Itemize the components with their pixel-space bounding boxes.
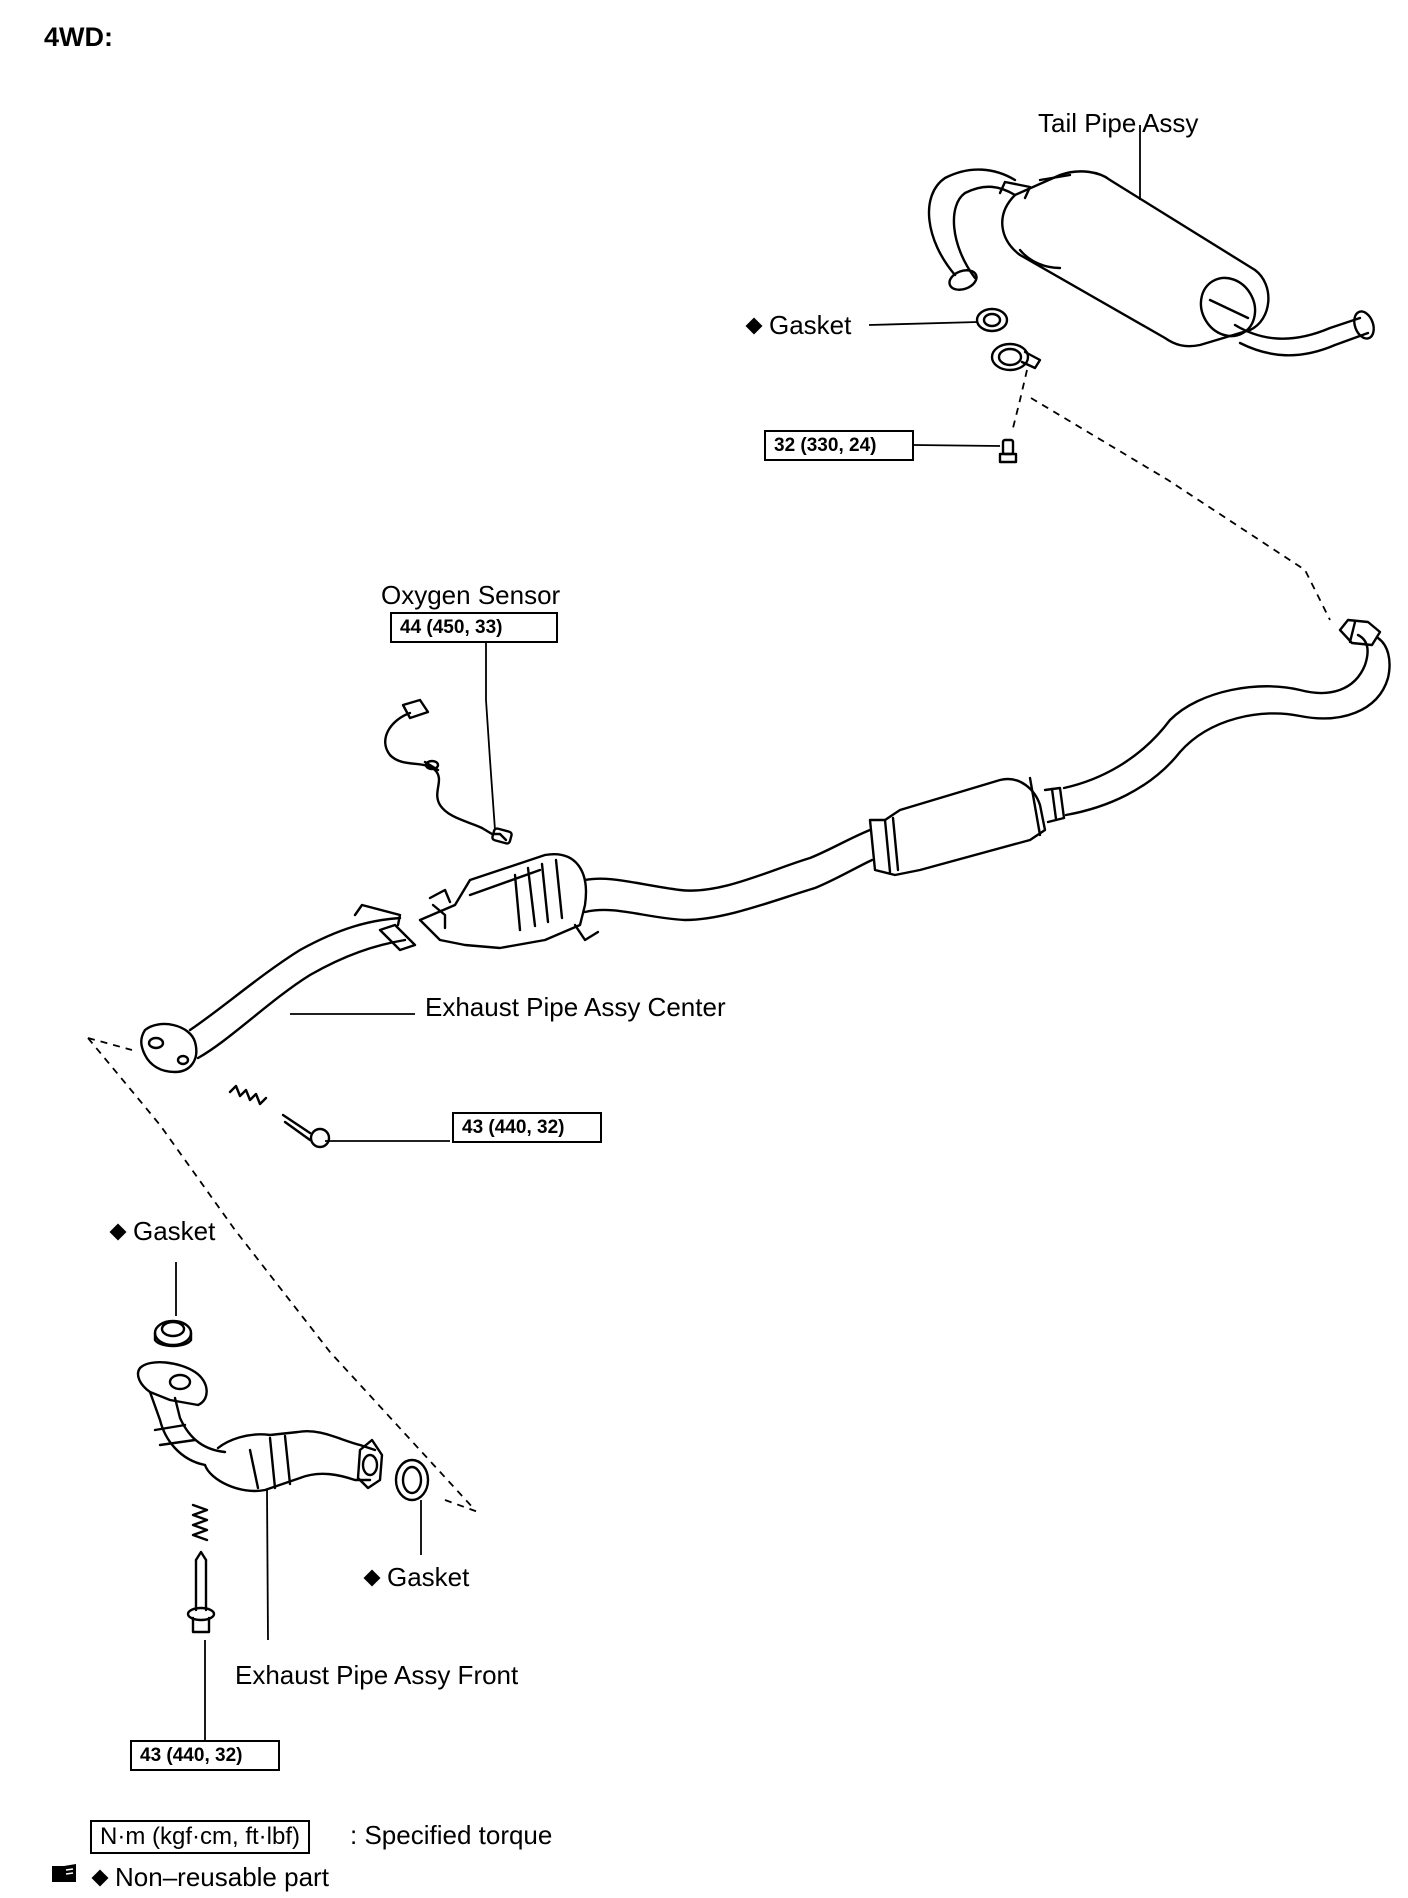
gasket-left-text: Gasket: [133, 1216, 216, 1246]
exhaust-center-pipe: [140, 618, 1391, 1074]
manual-reference-icon: [52, 1864, 76, 1882]
clamp: [990, 342, 1042, 372]
torque-center-bolt: 43 (440, 32): [452, 1112, 602, 1143]
center-spring: [228, 1084, 268, 1106]
tail-bolt: [998, 438, 1018, 464]
front-spring: [191, 1503, 209, 1542]
legend-torque-unit: N·m (kgf·cm, ft·lbf): [90, 1820, 310, 1854]
gasket-top-label: Gasket: [744, 312, 851, 338]
page-title: 4WD:: [44, 22, 113, 52]
gasket-bottom-label: Gasket: [362, 1564, 469, 1590]
gasket-bottom-text: Gasket: [387, 1562, 470, 1592]
oxygen-sensor-part: [384, 698, 513, 845]
gasket-bottom-ring: [394, 1458, 430, 1502]
torque-tail-bolt: 32 (330, 24): [764, 430, 914, 461]
diamond-icon: [745, 317, 763, 335]
exhaust-front-pipe: [136, 1361, 384, 1493]
diamond-icon: [91, 1869, 109, 1887]
front-bolt: [186, 1550, 216, 1634]
legend-nonreusable-text: Non–reusable part: [115, 1862, 329, 1892]
tail-pipe-label: Tail Pipe Assy: [1038, 108, 1199, 138]
exhaust-center-label: Exhaust Pipe Assy Center: [425, 992, 726, 1022]
torque-oxygen-sensor: 44 (450, 33): [390, 612, 558, 643]
diamond-icon: [363, 1569, 381, 1587]
exhaust-front-label: Exhaust Pipe Assy Front: [235, 1660, 519, 1690]
diamond-icon: [109, 1223, 127, 1241]
gasket-top-ring: [975, 307, 1009, 333]
center-bolt: [281, 1113, 331, 1149]
gasket-left-ring: [153, 1319, 193, 1348]
torque-front-bolt: 43 (440, 32): [130, 1740, 280, 1771]
gasket-left-label: Gasket: [108, 1218, 215, 1244]
gasket-top-text: Gasket: [769, 310, 852, 340]
legend-nonreusable: Non–reusable part: [90, 1864, 329, 1890]
tail-pipe-muffler: [927, 168, 1375, 357]
legend-torque-desc: : Specified torque: [350, 1820, 553, 1850]
oxygen-sensor-label: Oxygen Sensor: [381, 580, 561, 610]
